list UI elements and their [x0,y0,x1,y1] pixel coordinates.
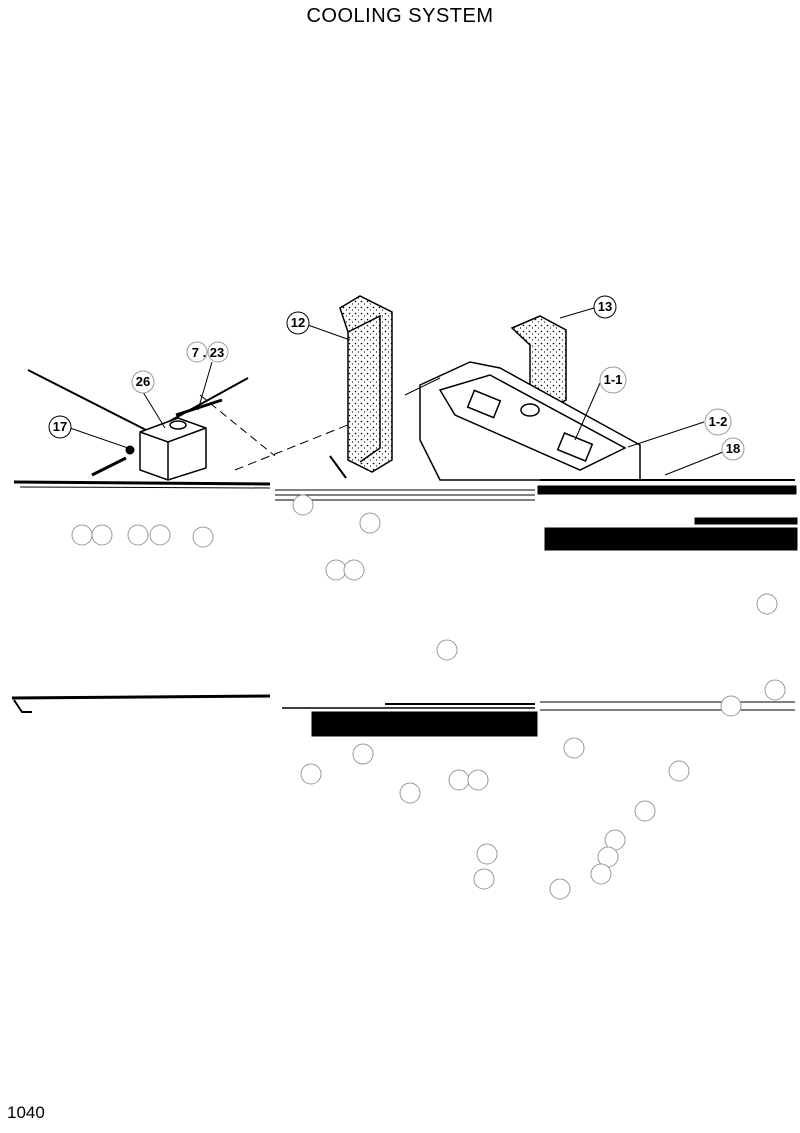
callout-1-1: 1-1 [599,366,627,394]
callout-7-23: 7 . 23 [186,341,229,363]
page-number: 1040 [7,1103,45,1122]
callout-1-2: 1-2 [704,408,732,436]
callout-26: 26 [131,370,155,394]
callout-13: 13 [593,295,617,319]
callout-7-23-label: 7 . 23 [192,345,225,360]
radiator-assembly [404,361,641,481]
callout-18-label: 18 [726,441,740,456]
callout-26-label: 26 [136,374,150,389]
page-title: COOLING SYSTEM [306,5,494,27]
callout-12: 12 [286,311,310,335]
reservoir-tank [139,398,223,481]
callout-17: 17 [48,415,72,439]
callout-1-1-label: 1-1 [604,372,623,387]
bolt-hardware [91,445,135,477]
seal-12-part [329,295,393,479]
callout-1-2-label: 1-2 [709,414,728,429]
scan-band-upper [13,479,798,551]
reference-circles [71,494,786,900]
callout-leaders [69,307,724,476]
callout-17-label: 17 [53,419,67,434]
scan-band-lower [11,694,795,737]
callout-13-label: 13 [598,299,612,314]
callout-18: 18 [721,437,745,461]
callout-12-label: 12 [291,315,305,330]
